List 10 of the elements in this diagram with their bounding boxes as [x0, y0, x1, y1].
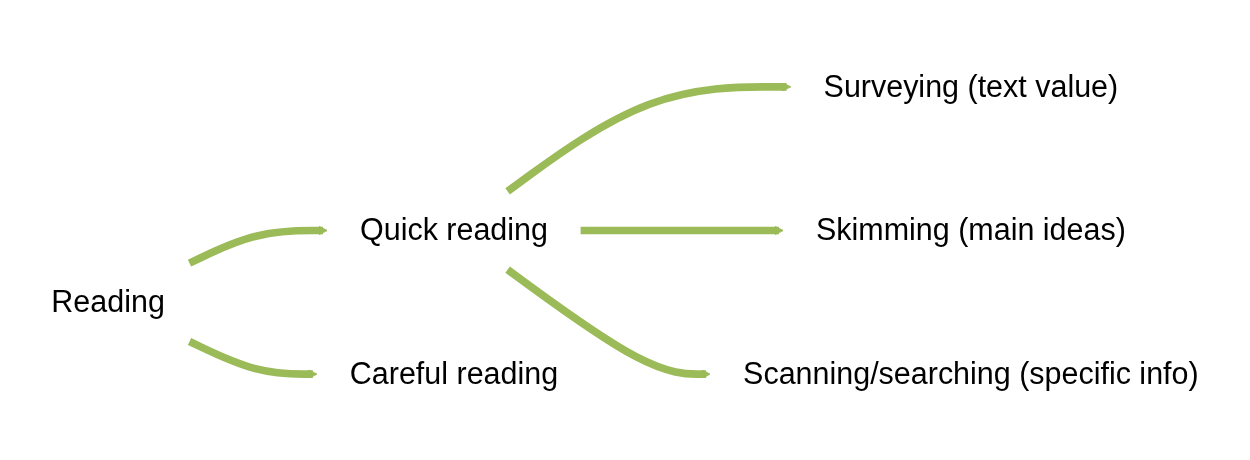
- node-text: Careful reading: [349, 356, 559, 390]
- arrow: [187, 337, 318, 379]
- node-text: Reading: [51, 284, 165, 319]
- arrow: [505, 81, 792, 194]
- arrow: [187, 225, 328, 267]
- node-text: Skimming (main ideas): [815, 212, 1126, 247]
- arrow: [505, 266, 711, 379]
- node-text: Scanning/searching (specific info): [743, 356, 1199, 390]
- node-text: Quick reading: [359, 212, 548, 247]
- node-text: Surveying (text value): [823, 68, 1119, 103]
